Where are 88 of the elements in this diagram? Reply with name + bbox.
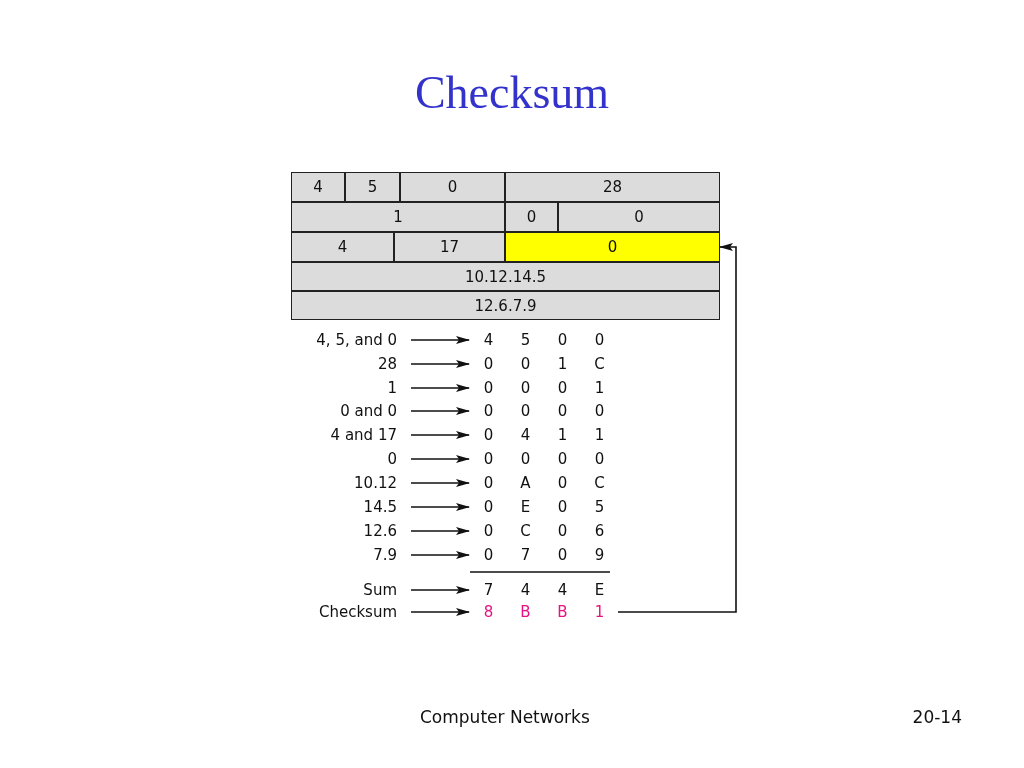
row-label: 14.5 bbox=[300, 496, 397, 518]
hex-digit: 0 bbox=[556, 546, 569, 564]
arrow bbox=[410, 360, 470, 368]
row-label: 1 bbox=[300, 377, 397, 399]
hex-digit: 0 bbox=[482, 474, 495, 492]
arrow bbox=[410, 503, 470, 511]
header-field-cell: 0 bbox=[505, 202, 558, 232]
hex-digit: 1 bbox=[593, 603, 606, 621]
hex-digit: B bbox=[556, 603, 569, 621]
hex-digit: 0 bbox=[482, 450, 495, 468]
arrow bbox=[410, 384, 470, 392]
hex-digit: 4 bbox=[556, 581, 569, 599]
hex-digit: 0 bbox=[556, 402, 569, 420]
arrow bbox=[617, 243, 737, 613]
header-field-cell: 4 bbox=[291, 172, 345, 202]
row-label: 7.9 bbox=[300, 544, 397, 566]
hex-digit: 4 bbox=[519, 581, 532, 599]
hex-digit: 0 bbox=[593, 331, 606, 349]
hex-digit: 4 bbox=[482, 331, 495, 349]
hex-digit: 0 bbox=[482, 426, 495, 444]
row-label: 4 and 17 bbox=[300, 424, 397, 446]
hex-digit: 0 bbox=[556, 498, 569, 516]
hex-digit: C bbox=[519, 522, 532, 540]
header-field-cell: 0 bbox=[505, 232, 720, 262]
hex-digit: C bbox=[593, 474, 606, 492]
hex-digit: 0 bbox=[482, 546, 495, 564]
header-field-cell: 0 bbox=[558, 202, 720, 232]
row-label: Checksum bbox=[300, 601, 397, 623]
row-label: 0 and 0 bbox=[300, 400, 397, 422]
hex-digit: 5 bbox=[593, 498, 606, 516]
hex-digit: 0 bbox=[556, 450, 569, 468]
hex-digit: 0 bbox=[593, 402, 606, 420]
header-field-cell: 1 bbox=[291, 202, 505, 232]
hex-digit: 1 bbox=[593, 379, 606, 397]
hex-digit: E bbox=[593, 581, 606, 599]
hex-digit: 0 bbox=[482, 522, 495, 540]
hex-digit: 0 bbox=[519, 402, 532, 420]
arrow bbox=[410, 586, 470, 594]
header-field-cell: 12.6.7.9 bbox=[291, 291, 720, 320]
hex-digit: 0 bbox=[482, 379, 495, 397]
slide-number: 20-14 bbox=[912, 707, 962, 727]
hex-digit: 0 bbox=[519, 355, 532, 373]
row-label: 28 bbox=[300, 353, 397, 375]
hex-digit: A bbox=[519, 474, 532, 492]
row-label: 4, 5, and 0 bbox=[300, 329, 397, 351]
arrow bbox=[410, 431, 470, 439]
header-field-cell: 17 bbox=[394, 232, 505, 262]
hex-digit: 0 bbox=[519, 450, 532, 468]
hex-digit: B bbox=[519, 603, 532, 621]
hex-digit: 7 bbox=[482, 581, 495, 599]
arrow bbox=[410, 407, 470, 415]
hex-digit: 0 bbox=[556, 331, 569, 349]
hex-digit: 0 bbox=[556, 474, 569, 492]
hex-digit: 0 bbox=[556, 379, 569, 397]
row-label: Sum bbox=[300, 579, 397, 601]
hex-digit: 5 bbox=[519, 331, 532, 349]
arrow bbox=[410, 527, 470, 535]
hex-digit: 6 bbox=[593, 522, 606, 540]
hex-digit: 0 bbox=[556, 522, 569, 540]
row-label: 10.12 bbox=[300, 472, 397, 494]
hex-digit: 1 bbox=[556, 355, 569, 373]
hex-digit: E bbox=[519, 498, 532, 516]
hex-digit: C bbox=[593, 355, 606, 373]
arrow bbox=[410, 336, 470, 344]
header-field-cell: 28 bbox=[505, 172, 720, 202]
hex-digit: 1 bbox=[593, 426, 606, 444]
slide-title: Checksum bbox=[413, 66, 611, 119]
hex-digit: 0 bbox=[482, 355, 495, 373]
hex-digit: 0 bbox=[593, 450, 606, 468]
header-field-cell: 4 bbox=[291, 232, 394, 262]
arrow bbox=[410, 479, 470, 487]
hex-digit: 7 bbox=[519, 546, 532, 564]
header-field-cell: 10.12.14.5 bbox=[291, 262, 720, 291]
hex-digit: 0 bbox=[519, 379, 532, 397]
arrow bbox=[410, 551, 470, 559]
hex-digit: 8 bbox=[482, 603, 495, 621]
arrow bbox=[410, 455, 470, 463]
row-label: 12.6 bbox=[300, 520, 397, 542]
hex-digit: 0 bbox=[482, 498, 495, 516]
header-field-cell: 0 bbox=[400, 172, 505, 202]
footer-text: Computer Networks bbox=[420, 707, 590, 727]
row-label: 0 bbox=[300, 448, 397, 470]
header-field-cell: 5 bbox=[345, 172, 400, 202]
arrow bbox=[410, 608, 470, 616]
hex-digit: 0 bbox=[482, 402, 495, 420]
hex-digit: 9 bbox=[593, 546, 606, 564]
hex-digit: 1 bbox=[556, 426, 569, 444]
hex-digit: 4 bbox=[519, 426, 532, 444]
